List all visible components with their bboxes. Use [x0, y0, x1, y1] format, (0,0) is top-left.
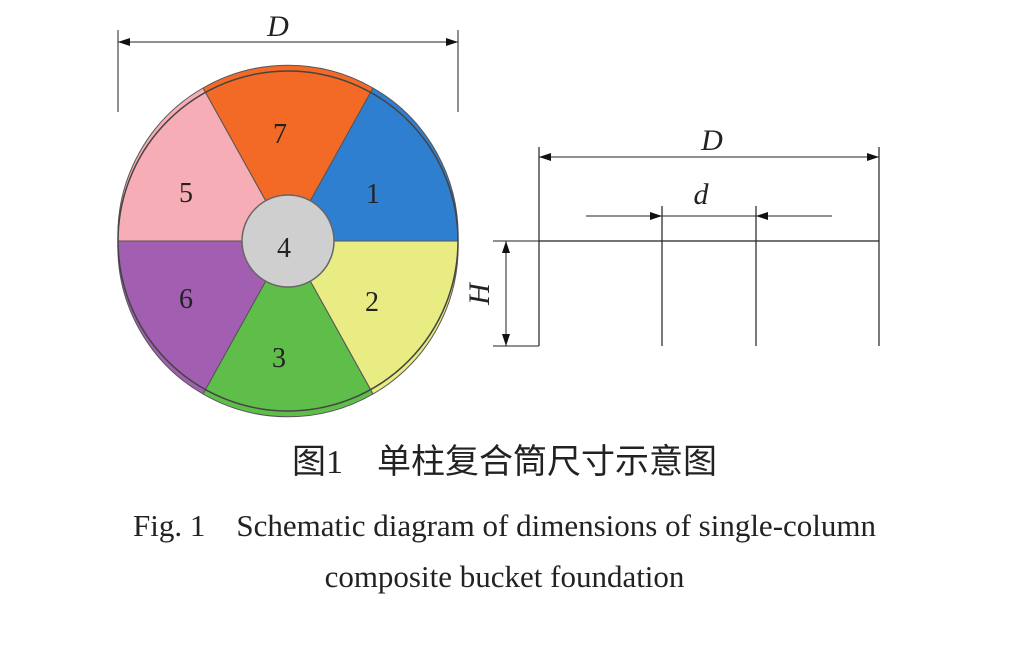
outer-circle [117, 70, 459, 412]
segment-3 [202, 239, 374, 418]
segment-label-1: 1 [366, 179, 380, 210]
segment-label-3: 3 [272, 343, 286, 374]
center-column [241, 194, 335, 288]
elev-column-diameter-label: d [694, 178, 710, 211]
segment-label-2: 2 [365, 287, 379, 318]
segment-7 [202, 64, 374, 243]
elev-height-label: H [463, 281, 496, 306]
segment-label-4: 4 [277, 233, 291, 264]
caption-english-line2: composite bucket foundation [324, 559, 685, 594]
plan-diameter-label: D [266, 10, 289, 43]
segment-label-5: 5 [179, 178, 193, 209]
dimension-diagram: 7 1 2 3 6 5 4 D D d H [117, 10, 880, 418]
segment-label-6: 6 [179, 284, 193, 315]
caption-chinese: 图1 单柱复合筒尺寸示意图 [292, 444, 717, 481]
caption-english-line1: Fig. 1 Schematic diagram of dimensions o… [132, 508, 877, 543]
segment-label-7: 7 [273, 119, 287, 150]
elevation-view: D d H [463, 124, 880, 347]
elev-diameter-label: D [700, 124, 723, 157]
plan-view: 7 1 2 3 6 5 4 D [117, 10, 459, 418]
